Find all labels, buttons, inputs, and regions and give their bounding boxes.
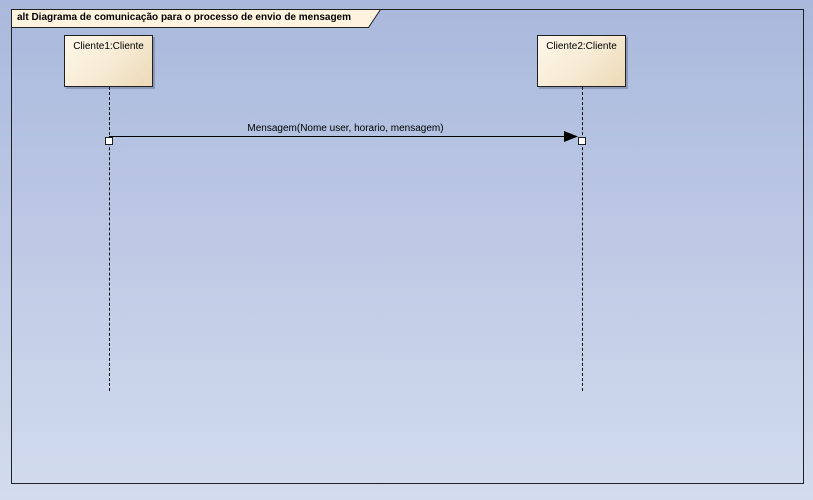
lifeline-line-cliente2: [582, 87, 583, 391]
lifeline-label-cliente2: Cliente2:Cliente: [546, 41, 617, 52]
frame-tag-shape: [11, 9, 381, 28]
lifeline-label-cliente1: Cliente1:Cliente: [73, 41, 144, 52]
interaction-frame[interactable]: [11, 9, 804, 484]
lifeline-line-cliente1: [109, 87, 110, 391]
lifeline-head-cliente2[interactable]: Cliente2:Cliente: [537, 35, 626, 87]
frame-tag[interactable]: alt Diagrama de comunicação para o proce…: [11, 9, 381, 28]
activation-cliente2[interactable]: [578, 137, 586, 145]
frame-title: alt Diagrama de comunicação para o proce…: [17, 12, 352, 23]
message-label: Mensagem(Nome user, horario, mensagem): [247, 123, 444, 134]
activation-cliente1[interactable]: [105, 137, 113, 145]
lifeline-head-cliente1[interactable]: Cliente1:Cliente: [64, 35, 153, 87]
arrowhead-icon: [564, 131, 578, 142]
